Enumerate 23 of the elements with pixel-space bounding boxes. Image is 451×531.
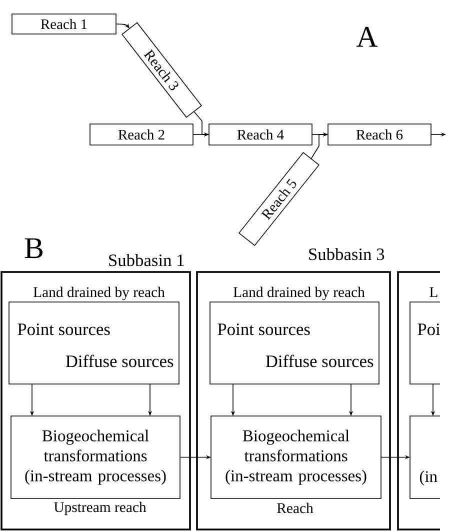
source-label: Diffuse sources: [266, 354, 374, 368]
box-heading: Land drained by reach: [234, 286, 365, 300]
process-box: Biogeochemical transformations (in-stream processes): [10, 416, 180, 499]
reach-box: Reach 6: [328, 124, 432, 146]
source-label: Poi: [418, 323, 440, 336]
box-heading: Land drained by reach: [34, 286, 165, 300]
reach-box: Reach 4: [208, 124, 312, 146]
reach-box: Reach 2: [90, 124, 194, 146]
box-heading: Subbasin 3: [309, 248, 384, 260]
subbasin-box: [397, 271, 440, 530]
panel-letter: B: [24, 238, 43, 258]
panel-letter: A: [356, 26, 378, 47]
reach-label: Reach: [277, 502, 314, 514]
process-box: Biogeochemical transformations (in-stream processes): [210, 416, 382, 499]
source-label: Point sources: [18, 323, 110, 336]
box-heading: Subbasin 1: [109, 254, 184, 266]
box-heading: L: [430, 287, 438, 297]
reach-label: Upstream reach: [54, 502, 146, 516]
source-label: Point sources: [218, 323, 310, 336]
process-box: [410, 416, 440, 499]
source-label: Diffuse sources: [66, 354, 174, 368]
box-text: (in: [420, 470, 438, 486]
reach-box: Reach 1: [12, 14, 116, 34]
